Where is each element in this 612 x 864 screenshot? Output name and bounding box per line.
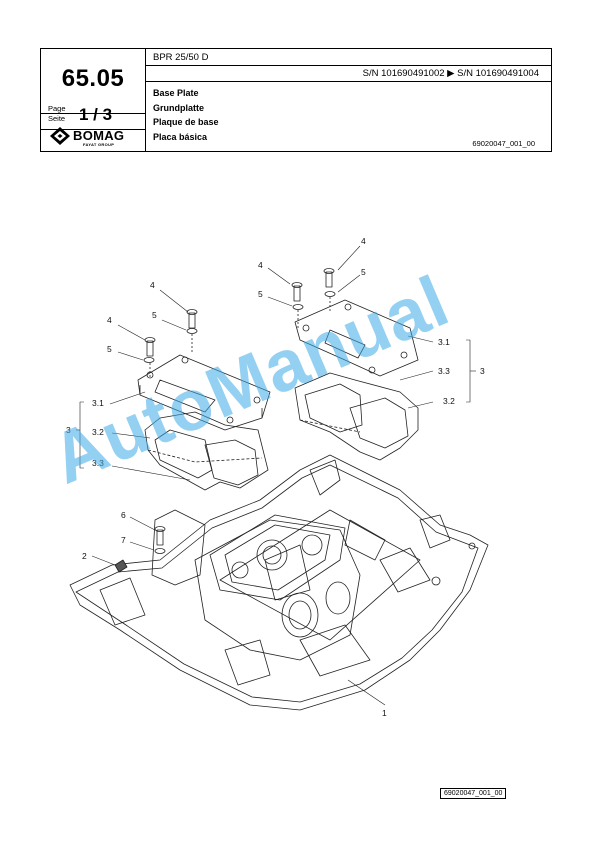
callout-5-c: 5 <box>258 289 263 299</box>
title-fr: Plaque de base <box>153 117 219 127</box>
callout-3-left: 3 <box>66 425 71 435</box>
header-divider <box>145 49 146 151</box>
callout-5-b: 5 <box>152 310 157 320</box>
title-es: Placa básica <box>153 131 208 142</box>
serial-range: S/N 101690491002 ▶ S/N 101690491004 <box>362 68 539 79</box>
model-name: BPR 25/50 D <box>153 52 209 63</box>
callout-3-1-left: 3.1 <box>92 398 104 408</box>
callout-4-d: 4 <box>258 260 263 270</box>
title-list: Base Plate Grundplatte Plaque de base Pl… <box>153 86 219 144</box>
base-plate <box>69 454 489 711</box>
logo-text: BOMAG <box>73 128 125 143</box>
leader-lines <box>76 245 476 706</box>
left-cover-assembly <box>137 354 271 491</box>
callout-3-3-left: 3.3 <box>92 458 104 468</box>
title-de: Grundplatte <box>153 102 204 113</box>
callout-4-c: 4 <box>361 236 366 246</box>
callout-1: 1 <box>382 708 387 718</box>
header-block: 65.05 Page Seite 1 / 3 BOMAG FAYAT GROUP… <box>40 48 552 152</box>
section-number: 65.05 <box>61 65 125 92</box>
title-en: Base Plate <box>153 88 199 98</box>
callout-3-2-right: 3.2 <box>443 396 455 406</box>
fasteners <box>114 268 336 573</box>
callout-4-b: 4 <box>150 280 155 290</box>
callout-4-a: 4 <box>107 315 112 325</box>
bomag-logo-icon <box>50 127 70 145</box>
callout-7: 7 <box>121 535 126 545</box>
drawing-code-header: 69020047_001_00 <box>472 139 535 148</box>
callout-3-1-right: 3.1 <box>438 337 450 347</box>
callout-3-2-left: 3.2 <box>92 427 104 437</box>
callout-5-d: 5 <box>361 267 366 277</box>
drawing-code-footer: 69020047_001_00 <box>440 788 507 799</box>
page-fraction: 1 / 3 <box>79 105 113 124</box>
header-rule <box>145 81 551 82</box>
seite-label: Seite <box>48 114 66 123</box>
callout-3-right: 3 <box>480 366 485 376</box>
header-rule <box>41 129 145 130</box>
callout-6: 6 <box>121 510 126 520</box>
page-label: Page <box>48 104 66 113</box>
central-housing <box>194 514 386 661</box>
bomag-logo: BOMAG FAYAT GROUP <box>47 125 139 149</box>
header-rule <box>41 113 145 114</box>
right-cover-assembly <box>294 299 419 461</box>
callout-5-a: 5 <box>107 344 112 354</box>
logo-subtext: FAYAT GROUP <box>83 142 115 147</box>
callout-2: 2 <box>82 551 87 561</box>
callout-3-3-right: 3.3 <box>438 366 450 376</box>
callout-labels: 1 2 3 3 3.1 3.1 3.2 3.2 3.3 3.3 4 4 4 4 … <box>66 236 485 718</box>
header-rule <box>145 65 551 66</box>
